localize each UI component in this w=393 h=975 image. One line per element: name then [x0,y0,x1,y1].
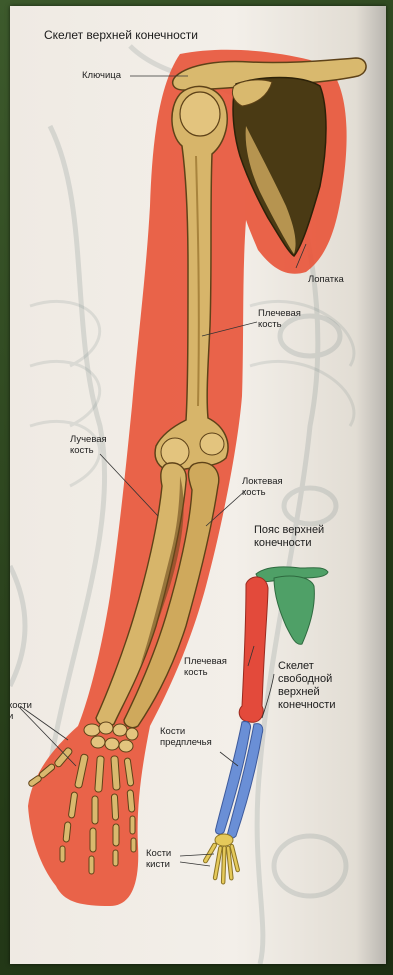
figure-title: Скелет верхней конечности [44,28,198,42]
scheme-label-hand: Кости кисти [146,848,171,870]
scheme-label-girdle: Пояс верхней конечности [254,524,324,550]
arm-skeleton-illustration [10,6,386,964]
scheme-hand [203,834,240,884]
label-ulna: Локтевая кость [242,476,283,498]
scheme-humerus [239,577,268,722]
label-scapula: Лопатка [308,274,344,285]
label-radius: Лучевая кость [70,434,107,456]
scheme-label-humerus: Плечевая кость [184,656,227,678]
scheme-label-forearm: Кости предплечья [160,726,212,748]
label-hand-bones-partial: кости и [10,700,32,722]
textbook-page: Скелет верхней конечности Ключица Лопатк… [10,6,386,964]
label-humerus: Плечевая кость [258,308,301,330]
label-clavicle: Ключица [82,70,121,81]
scheme-label-free-limb: Скелет свободной верхней конечности [278,660,336,712]
scheme-girdle-scapula [274,576,314,644]
